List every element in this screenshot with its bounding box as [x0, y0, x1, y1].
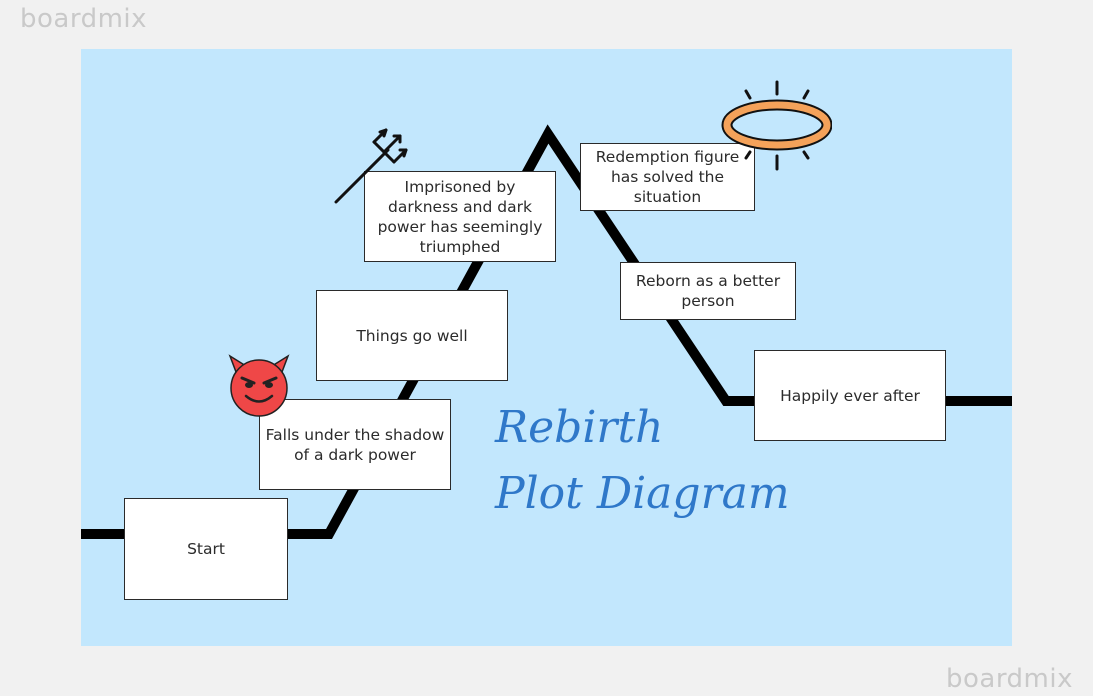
diagram-title-line1: Rebirth: [495, 402, 664, 453]
watermark-bottom: boardmix: [945, 664, 1073, 694]
box-start[interactable]: Start: [124, 498, 288, 600]
diagram-title-line2: Plot Diagram: [495, 468, 790, 519]
halo-icon: [721, 80, 832, 171]
box-reborn[interactable]: Reborn as a better person: [620, 262, 796, 320]
box-things-go-well[interactable]: Things go well: [316, 290, 508, 381]
watermark-top: boardmix: [20, 4, 148, 34]
devil-face-icon: [228, 354, 290, 417]
box-redemption[interactable]: Redemption figure has solved the situati…: [580, 143, 755, 211]
trident-icon: [334, 128, 408, 204]
box-happily-ever-after[interactable]: Happily ever after: [754, 350, 946, 441]
box-falls-under-shadow[interactable]: Falls under the shadow of a dark power: [259, 399, 451, 490]
diagram-canvas: Start Falls under the shadow of a dark p…: [81, 49, 1012, 646]
box-imprisoned[interactable]: Imprisoned by darkness and dark power ha…: [364, 171, 556, 262]
